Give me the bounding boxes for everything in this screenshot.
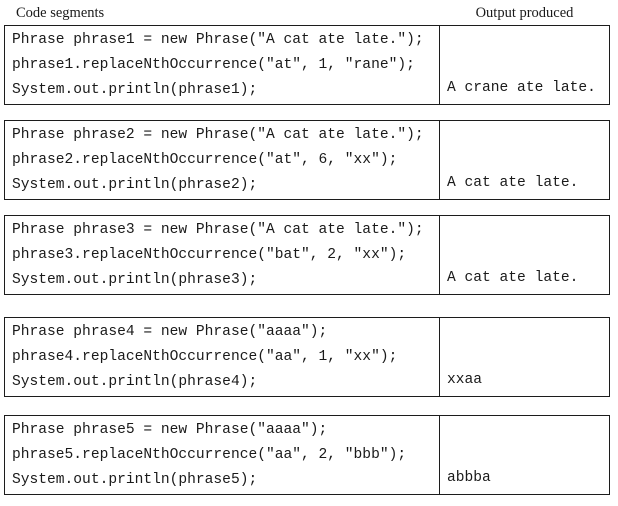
output-text: A crane ate late. bbox=[447, 80, 596, 96]
code-line: System.out.println(phrase4); bbox=[12, 374, 258, 390]
code-line: phrase1.replaceNthOccurrence("at", 1, "r… bbox=[12, 57, 415, 73]
code-line: phrase5.replaceNthOccurrence("aa", 2, "b… bbox=[12, 447, 407, 463]
code-cell: Phrase phrase3 = new Phrase("A cat ate l… bbox=[5, 216, 439, 294]
output-text: A cat ate late. bbox=[447, 270, 579, 286]
code-example-row: Phrase phrase2 = new Phrase("A cat ate l… bbox=[4, 120, 610, 200]
code-line: phrase2.replaceNthOccurrence("at", 6, "x… bbox=[12, 152, 398, 168]
code-line: phrase3.replaceNthOccurrence("bat", 2, "… bbox=[12, 247, 407, 263]
code-example-row: Phrase phrase4 = new Phrase("aaaa"); phra… bbox=[4, 317, 610, 397]
output-text: abbba bbox=[447, 470, 491, 486]
output-text: xxaa bbox=[447, 372, 483, 388]
code-line: Phrase phrase4 = new Phrase("aaaa"); bbox=[12, 324, 328, 340]
code-cell: Phrase phrase4 = new Phrase("aaaa"); phra… bbox=[5, 318, 439, 396]
output-cell: A cat ate late. bbox=[439, 216, 609, 294]
code-cell: Phrase phrase5 = new Phrase("aaaa"); phra… bbox=[5, 416, 439, 494]
code-example-table: Phrase phrase1 = new Phrase("A cat ate l… bbox=[4, 25, 610, 495]
output-cell: abbba bbox=[439, 416, 609, 494]
code-line: System.out.println(phrase3); bbox=[12, 272, 258, 288]
code-cell: Phrase phrase1 = new Phrase("A cat ate l… bbox=[5, 26, 439, 104]
code-example-row: Phrase phrase5 = new Phrase("aaaa"); phra… bbox=[4, 415, 610, 495]
output-produced-column-header: Output produced bbox=[475, 5, 574, 21]
output-cell: A crane ate late. bbox=[439, 26, 609, 104]
output-cell: xxaa bbox=[439, 318, 609, 396]
column-headers: Code segments Output produced bbox=[4, 0, 610, 25]
code-segments-column-header: Code segments bbox=[16, 5, 105, 21]
code-line: System.out.println(phrase5); bbox=[12, 472, 258, 488]
code-line: System.out.println(phrase2); bbox=[12, 177, 258, 193]
code-cell: Phrase phrase2 = new Phrase("A cat ate l… bbox=[5, 121, 439, 199]
code-line: Phrase phrase1 = new Phrase("A cat ate l… bbox=[12, 32, 424, 48]
code-example-row: Phrase phrase3 = new Phrase("A cat ate l… bbox=[4, 215, 610, 295]
code-line: Phrase phrase5 = new Phrase("aaaa"); bbox=[12, 422, 328, 438]
output-cell: A cat ate late. bbox=[439, 121, 609, 199]
code-line: phrase4.replaceNthOccurrence("aa", 1, "x… bbox=[12, 349, 398, 365]
code-example-row: Phrase phrase1 = new Phrase("A cat ate l… bbox=[4, 25, 610, 105]
code-line: Phrase phrase2 = new Phrase("A cat ate l… bbox=[12, 127, 424, 143]
output-text: A cat ate late. bbox=[447, 175, 579, 191]
code-line: Phrase phrase3 = new Phrase("A cat ate l… bbox=[12, 222, 424, 238]
code-line: System.out.println(phrase1); bbox=[12, 82, 258, 98]
